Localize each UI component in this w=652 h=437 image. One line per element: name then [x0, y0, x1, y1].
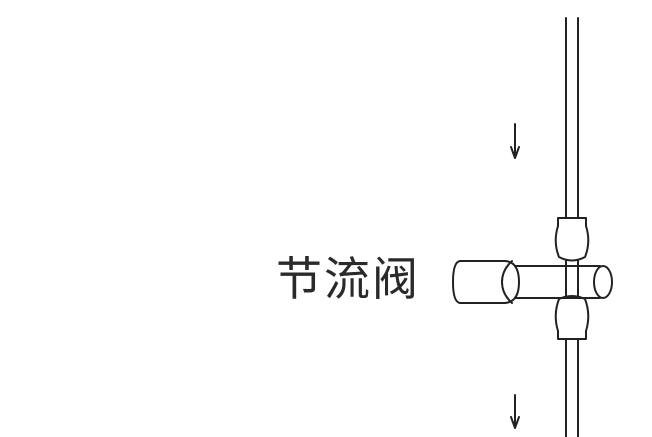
- valve-lower-seat: [554, 295, 590, 340]
- valve-label: 节流阀: [276, 252, 420, 306]
- valve-upper-seat: [554, 217, 590, 262]
- valve-handle-ring: [501, 260, 513, 304]
- flow-arrow-down-icon: [510, 394, 520, 429]
- valve-stem: [511, 265, 601, 299]
- valve-handle: [452, 260, 520, 304]
- valve-stem-end: [593, 265, 613, 299]
- flow-arrow-down-icon: [510, 123, 520, 159]
